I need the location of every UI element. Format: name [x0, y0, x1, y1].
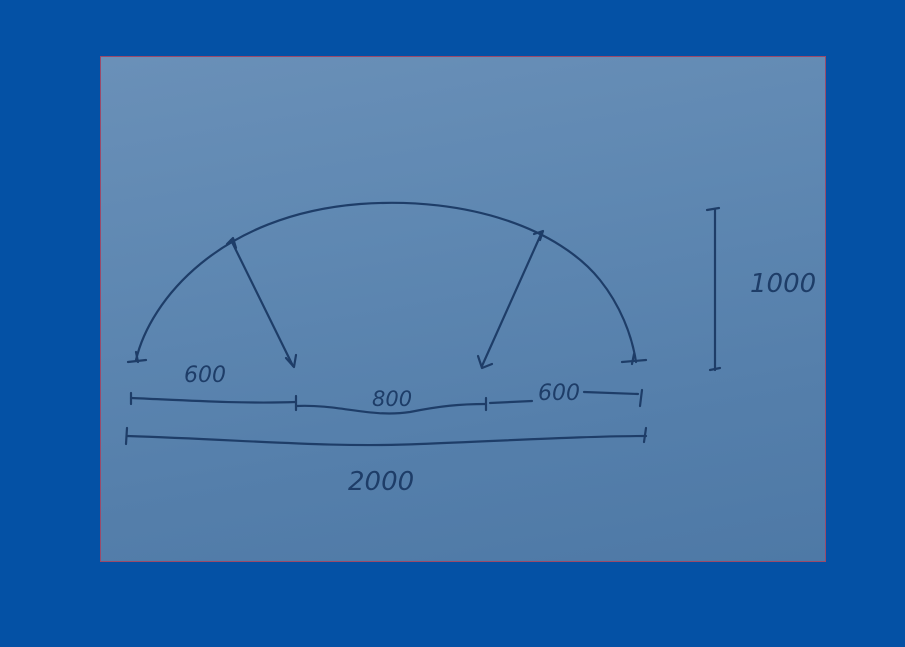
- left-strut: [229, 238, 295, 368]
- right-strut: [480, 230, 544, 368]
- dim-line-total: [125, 434, 648, 447]
- arch-curve: [134, 201, 638, 364]
- dim-line-right-a: [488, 399, 534, 405]
- dim-tick-4: [638, 388, 644, 408]
- label-middle-span: 800: [372, 387, 412, 411]
- dim-tick-height-bottom: [708, 366, 722, 372]
- right-support: [620, 352, 648, 366]
- label-height: 1000: [750, 269, 816, 299]
- right-strut-head: [476, 354, 494, 370]
- left-strut-top: [225, 236, 238, 250]
- dim-tick-total-right: [642, 426, 648, 444]
- dim-tick-height-top: [705, 206, 721, 212]
- dim-line-left: [129, 396, 298, 404]
- label-right-span: 600: [538, 381, 580, 406]
- left-support: [126, 350, 148, 364]
- left-strut-head: [284, 353, 298, 369]
- right-strut-top: [532, 229, 545, 242]
- label-left-span: 600: [184, 363, 226, 388]
- sketch-photo: [100, 56, 826, 562]
- dim-line-middle: [294, 402, 488, 415]
- dim-line-right-b: [582, 390, 640, 396]
- dim-tick-total-left: [124, 426, 129, 446]
- label-total-span: 2000: [348, 467, 414, 497]
